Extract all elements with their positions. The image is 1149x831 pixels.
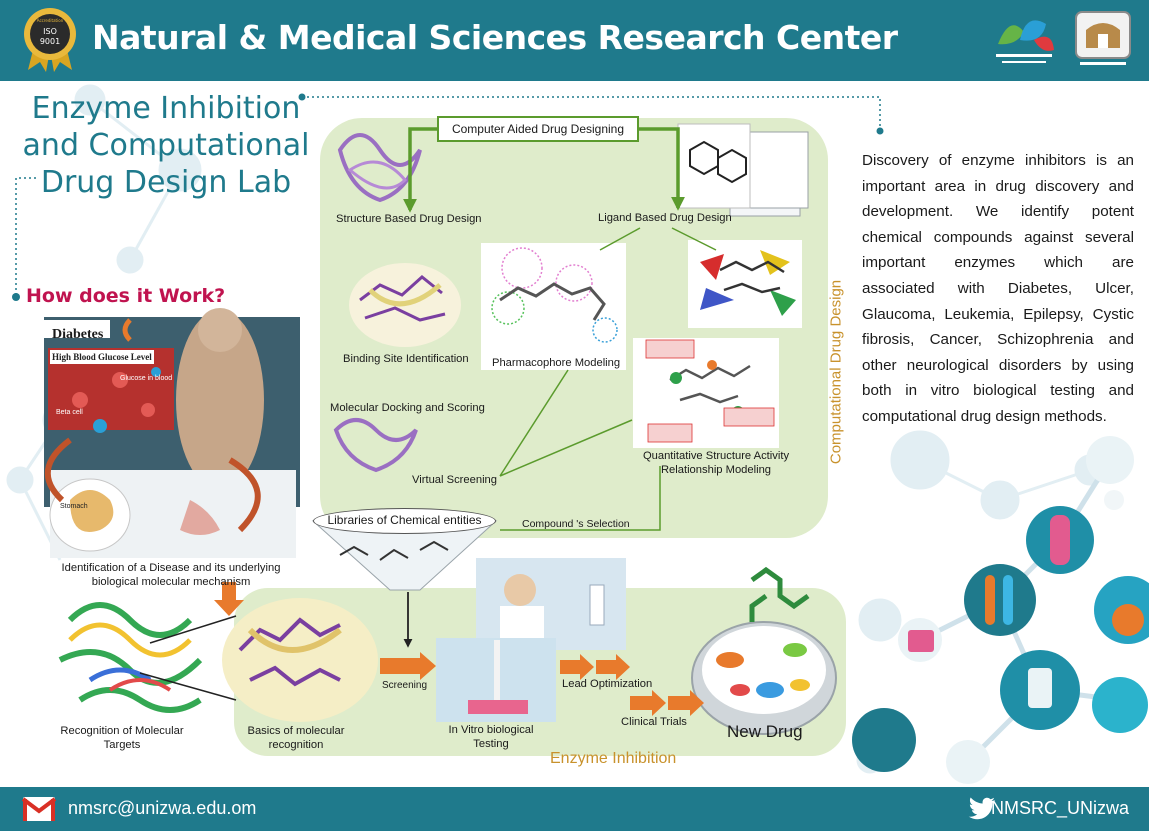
disease-label-line: biological molecular mechanism: [91, 576, 251, 588]
structure-based-label: Structure Based Drug Design: [336, 213, 482, 225]
svg-text:Accreditation: Accreditation: [37, 18, 64, 23]
qsar-label: Quantitative Structure Activity Relation…: [640, 449, 792, 477]
cdd-vertical-label: Computational Drug Design: [827, 279, 845, 465]
footer-twitter-handle[interactable]: NMSRC_UNizwa: [990, 798, 1129, 818]
how-it-works-heading: How does it Work?: [26, 285, 226, 307]
svg-text:ISO: ISO: [43, 27, 57, 36]
disease-label-line: Identification of a Disease and its unde…: [61, 562, 281, 574]
basics-label-line: recognition: [268, 739, 324, 751]
qsar-label-line: Quantitative Structure Activity: [642, 450, 790, 462]
virtual-screening-label: Virtual Screening: [412, 474, 497, 486]
lab-title-line: Drug Design Lab: [40, 165, 292, 200]
qsar-label-line: Relationship Modeling: [660, 464, 772, 476]
clinical-trials-label: Clinical Trials: [621, 716, 687, 728]
screening-label: Screening: [382, 680, 428, 691]
glucose-blood-label: Glucose in blood: [120, 375, 173, 382]
invitro-label: In Vitro biological Testing: [432, 723, 550, 751]
email-icon: [22, 797, 56, 821]
stomach-image: [50, 470, 296, 558]
basics-label: Basics of molecular recognition: [236, 724, 356, 752]
invitro-label-line: Testing: [473, 738, 509, 750]
lab-title: Enzyme Inhibition and Computational Drug…: [16, 90, 316, 201]
pharmacophore-label: Pharmacophore Modeling: [492, 357, 621, 369]
header-title: Natural & Medical Sciences Research Cent…: [92, 18, 898, 57]
high-glucose-label: High Blood Glucose Level: [50, 350, 154, 364]
lab-description: Discovery of enzyme inhibitors is an imp…: [862, 152, 1134, 425]
docking-label: Molecular Docking and Scoring: [330, 402, 485, 414]
stomach-label: Stomach: [60, 503, 88, 510]
twitter-icon: [968, 797, 996, 820]
footer-email[interactable]: nmsrc@unizwa.edu.om: [68, 798, 257, 818]
protein-ribbon-image: [50, 596, 220, 722]
beta-cell-label: Beta cell: [56, 409, 83, 416]
cad-box: Computer Aided Drug Designing: [437, 116, 639, 142]
binding-site-label: Binding Site Identification: [343, 353, 469, 365]
footer-bar: nmsrc@unizwa.edu.om NMSRC_UNizwa: [0, 787, 1149, 831]
basics-label-line: Basics of molecular: [247, 725, 345, 737]
center-logo-icon: [996, 20, 1054, 63]
lab-title-line: Enzyme Inhibition: [31, 91, 301, 126]
disease-label: Identification of a Disease and its unde…: [36, 561, 306, 589]
diabetes-label: Diabetes: [52, 327, 104, 342]
university-logo-icon: [1075, 11, 1131, 65]
svg-text:9001: 9001: [40, 37, 60, 46]
lead-optimization-label: Lead Optimization: [562, 678, 653, 690]
targets-label-line: Recognition of Molecular: [60, 725, 184, 737]
iso-9001-badge-icon: Accreditation ISO 9001: [24, 8, 76, 72]
new-drug-label: New Drug: [727, 722, 803, 741]
compound-selection-label: Compound 's Selection: [522, 518, 630, 530]
lab-title-line: and Computational: [22, 128, 310, 163]
targets-label: Recognition of Molecular Targets: [44, 724, 200, 752]
enzyme-inhibition-label: Enzyme Inhibition: [550, 750, 677, 767]
invitro-label-line: In Vitro biological: [448, 724, 534, 736]
libraries-label: Libraries of Chemical entities: [313, 508, 496, 534]
targets-label-line: Targets: [103, 739, 141, 751]
header-bar: Accreditation ISO 9001 Natural & Medical…: [0, 0, 1149, 81]
ligand-based-label: Ligand Based Drug Design: [598, 212, 732, 224]
